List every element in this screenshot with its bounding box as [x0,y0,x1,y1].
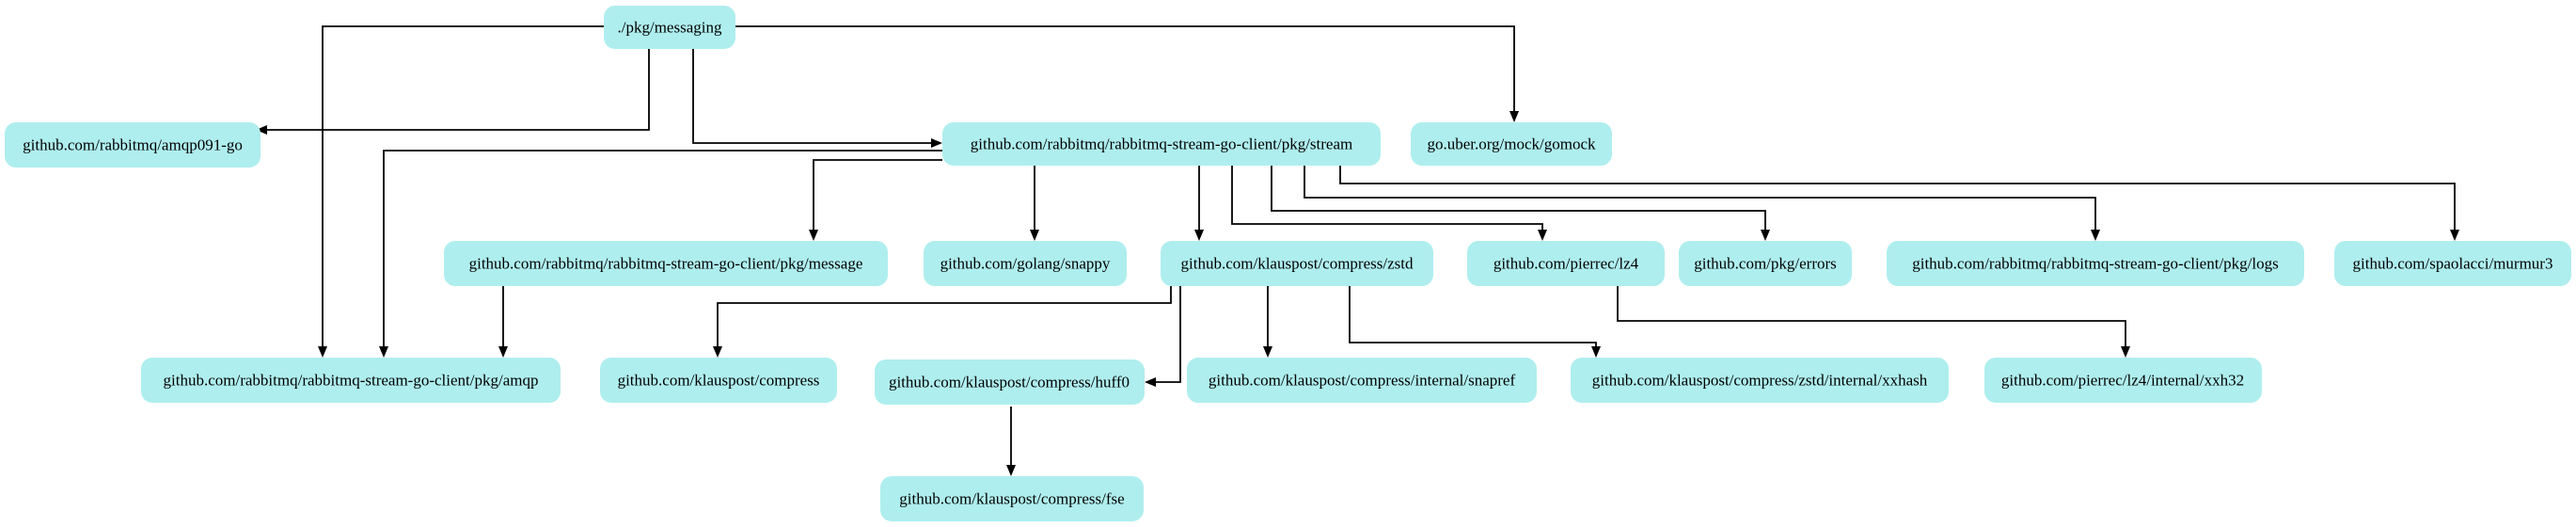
arrowhead [713,346,722,358]
arrowhead [809,230,818,241]
node-label: github.com/rabbitmq/rabbitmq-stream-go-c… [469,255,863,273]
arrowhead [256,125,267,135]
node-zstd[interactable]: github.com/klauspost/compress/zstd [1161,241,1433,286]
arrowhead [1509,111,1519,122]
edge-zstd-xxhash [1349,286,1597,348]
edge-messaging-gomock [735,25,1515,113]
nodes-layer: ./pkg/messaging github.com/rabbitmq/amqp… [5,6,2571,521]
node-murmur3[interactable]: github.com/spaolacci/murmur3 [2334,241,2571,286]
node-gomock[interactable]: go.uber.org/mock/gomock [1411,122,1612,166]
node-box [1467,241,1665,286]
edge-messaging-stream [692,49,933,144]
arrowhead [1030,230,1039,241]
node-stream[interactable]: github.com/rabbitmq/rabbitmq-stream-go-c… [942,122,1381,166]
node-box [1887,241,2304,286]
node-box [942,122,1381,166]
arrowhead [2091,230,2100,241]
node-box [604,6,735,49]
node-box [1411,122,1612,166]
node-label: github.com/klauspost/compress/huff0 [889,374,1130,391]
node-box [444,241,888,286]
arrowhead [1006,465,1016,476]
edge-messaging-amqp091 [265,49,650,131]
node-amqp[interactable]: github.com/rabbitmq/rabbitmq-stream-go-c… [141,358,561,403]
node-label: github.com/rabbitmq/rabbitmq-stream-go-c… [164,372,539,390]
node-label: github.com/klauspost/compress/zstd/inter… [1592,372,1928,390]
node-label: github.com/klauspost/compress/fse [899,490,1124,508]
node-snappy[interactable]: github.com/golang/snappy [924,241,1127,286]
node-label: github.com/golang/snappy [940,255,1111,273]
node-label: ./pkg/messaging [618,19,722,37]
edge-messaging-amqp [322,25,604,348]
arrowhead [1591,346,1601,358]
edge-lz4-xxh32 [1617,286,2126,348]
node-huff0[interactable]: github.com/klauspost/compress/huff0 [875,359,1145,405]
edge-stream-murmur3 [1339,164,2456,232]
edge-zstd-huff0 [1154,286,1181,383]
node-box [5,122,261,168]
node-box [1679,241,1852,286]
node-xxh32[interactable]: github.com/pierrec/lz4/internal/xxh32 [1984,358,2262,403]
arrowhead [1538,230,1547,241]
node-logs[interactable]: github.com/rabbitmq/rabbitmq-stream-go-c… [1887,241,2304,286]
node-message[interactable]: github.com/rabbitmq/rabbitmq-stream-go-c… [444,241,888,286]
edges-layer [256,25,2459,476]
node-label: github.com/pierrec/lz4 [1493,255,1639,273]
node-box [1984,358,2262,403]
node-box [875,359,1145,405]
edge-stream-amqp [383,150,942,348]
arrowhead [1194,230,1204,241]
arrowhead [2450,230,2459,241]
node-box [924,241,1127,286]
node-box [1571,358,1949,403]
edge-stream-errors [1271,164,1766,232]
node-label: github.com/pierrec/lz4/internal/xxh32 [2001,372,2244,390]
arrowhead [1145,377,1156,387]
node-label: github.com/rabbitmq/amqp091-go [23,136,243,154]
node-errors[interactable]: github.com/pkg/errors [1679,241,1852,286]
node-snapref[interactable]: github.com/klauspost/compress/internal/s… [1187,358,1537,403]
arrowhead [2121,346,2130,358]
edge-stream-message [813,159,942,232]
arrowhead [1761,230,1770,241]
node-label: github.com/rabbitmq/rabbitmq-stream-go-c… [1912,255,2279,273]
node-label: github.com/pkg/errors [1694,255,1837,273]
node-label: github.com/klauspost/compress/internal/s… [1209,372,1516,390]
node-lz4[interactable]: github.com/pierrec/lz4 [1467,241,1665,286]
node-label: github.com/klauspost/compress/zstd [1181,255,1414,273]
arrowhead [379,346,388,358]
node-box [141,358,561,403]
node-label: github.com/klauspost/compress [618,372,820,390]
arrowhead [498,346,508,358]
edge-stream-lz4 [1231,164,1543,232]
node-label: github.com/spaolacci/murmur3 [2353,255,2553,273]
node-label: github.com/rabbitmq/rabbitmq-stream-go-c… [971,136,1352,153]
node-box [880,476,1144,521]
node-label: go.uber.org/mock/gomock [1427,136,1596,153]
node-xxhash[interactable]: github.com/klauspost/compress/zstd/inter… [1571,358,1949,403]
node-box [600,358,837,403]
node-messaging[interactable]: ./pkg/messaging [604,6,735,49]
node-amqp091[interactable]: github.com/rabbitmq/amqp091-go [5,122,261,168]
node-fse[interactable]: github.com/klauspost/compress/fse [880,476,1144,521]
arrowhead [931,138,942,148]
node-box [2334,241,2571,286]
node-compress[interactable]: github.com/klauspost/compress [600,358,837,403]
node-box [1187,358,1537,403]
edge-zstd-compress [717,286,1172,348]
arrowhead [1263,346,1272,358]
edge-stream-logs [1304,164,2096,232]
node-box [1161,241,1433,286]
arrowhead [318,346,327,358]
